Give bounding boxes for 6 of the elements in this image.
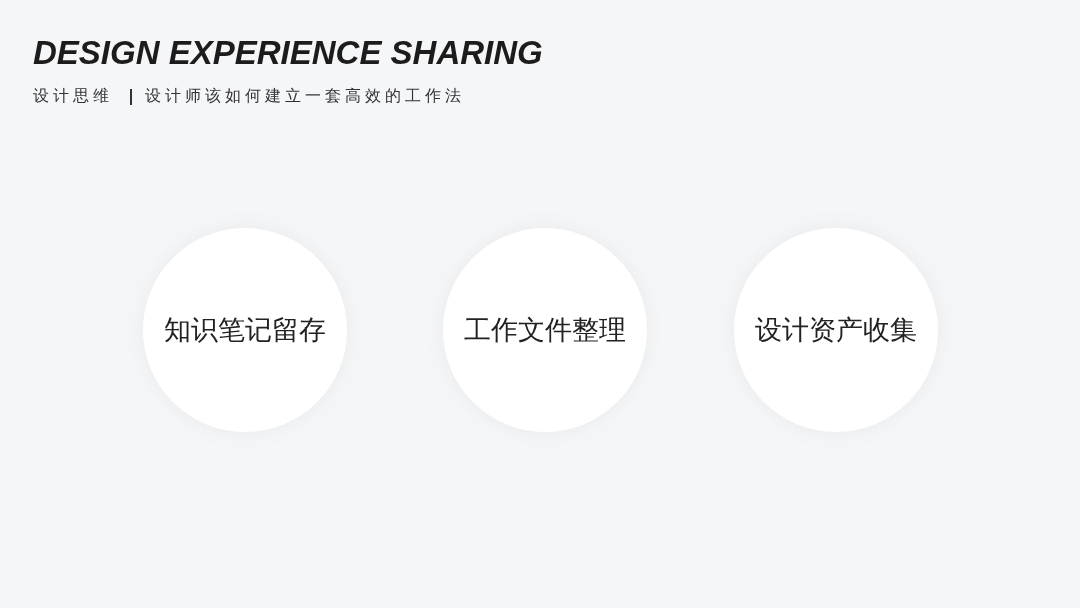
subtitle: 设计师该如何建立一套高效的工作法 (145, 86, 465, 106)
circle-label: 设计资产收集 (754, 314, 918, 347)
subtitle-tag: 设计思维 (33, 86, 113, 106)
circle-label: 工作文件整理 (463, 314, 627, 347)
circle-label: 知识笔记留存 (163, 314, 327, 347)
title: DESIGN EXPERIENCE SHARING (33, 33, 543, 73)
